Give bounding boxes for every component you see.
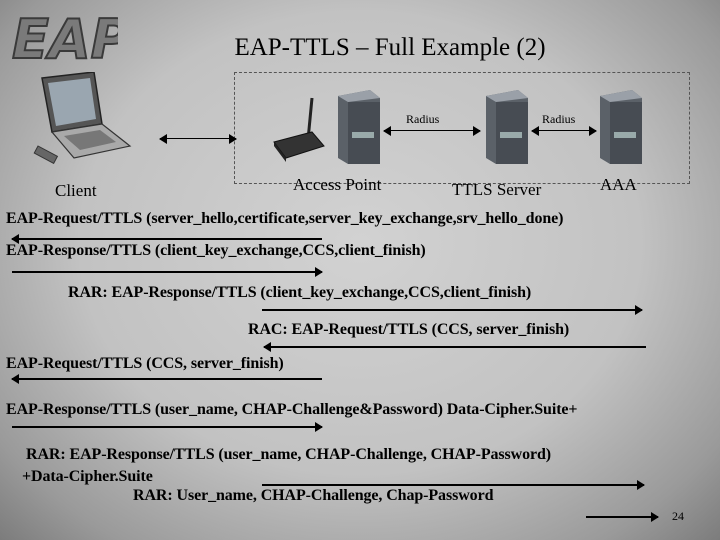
message-arrow	[11, 374, 322, 384]
svg-text:EAP: EAP	[12, 8, 118, 68]
ap-ttls-link	[383, 126, 481, 136]
radius-label: Radius	[542, 112, 576, 126]
server-icon	[484, 88, 530, 166]
client-label: Client	[55, 181, 97, 200]
message-text: RAC: EAP-Request/TTLS (CCS, server_finis…	[248, 321, 570, 338]
server-icon	[336, 88, 382, 166]
message-arrow	[12, 267, 323, 277]
message-arrow	[262, 480, 645, 490]
message-text: EAP-Request/TTLS (server_hello,certifica…	[6, 210, 564, 227]
message-arrow	[586, 512, 659, 522]
access-point-label: Access Point	[293, 175, 382, 194]
message-text: EAP-Response/TTLS (client_key_exchange,C…	[6, 242, 426, 259]
server-icon	[598, 88, 644, 166]
radius-label: Radius	[406, 112, 440, 126]
aaa-label: AAA	[600, 175, 637, 194]
message-text: EAP-Request/TTLS (CCS, server_finish)	[6, 355, 284, 372]
message-arrow	[12, 422, 323, 432]
laptop-ap-link	[159, 134, 237, 144]
message-text: RAR: EAP-Response/TTLS (user_name, CHAP-…	[26, 446, 552, 463]
message-arrow	[263, 342, 646, 352]
message-arrow	[262, 305, 643, 315]
access-point-icon	[268, 96, 328, 166]
slide-title: EAP-TTLS – Full Example (2)	[234, 34, 546, 61]
radius-domain-box	[234, 72, 690, 184]
message-text: RAR: User_name, CHAP-Challenge, Chap-Pas…	[133, 487, 494, 504]
ttls-aaa-link	[531, 126, 597, 136]
eap-logo: EAP	[8, 4, 118, 68]
ttls-server-label: TTLS Server	[452, 180, 542, 199]
message-text: EAP-Response/TTLS (user_name, CHAP-Chall…	[6, 401, 578, 418]
message-arrow	[11, 234, 322, 244]
message-text: +Data-Cipher.Suite	[22, 468, 153, 485]
page-number: 24	[672, 509, 684, 523]
message-text: RAR: EAP-Response/TTLS (client_key_excha…	[68, 284, 532, 301]
laptop-icon	[30, 72, 140, 164]
